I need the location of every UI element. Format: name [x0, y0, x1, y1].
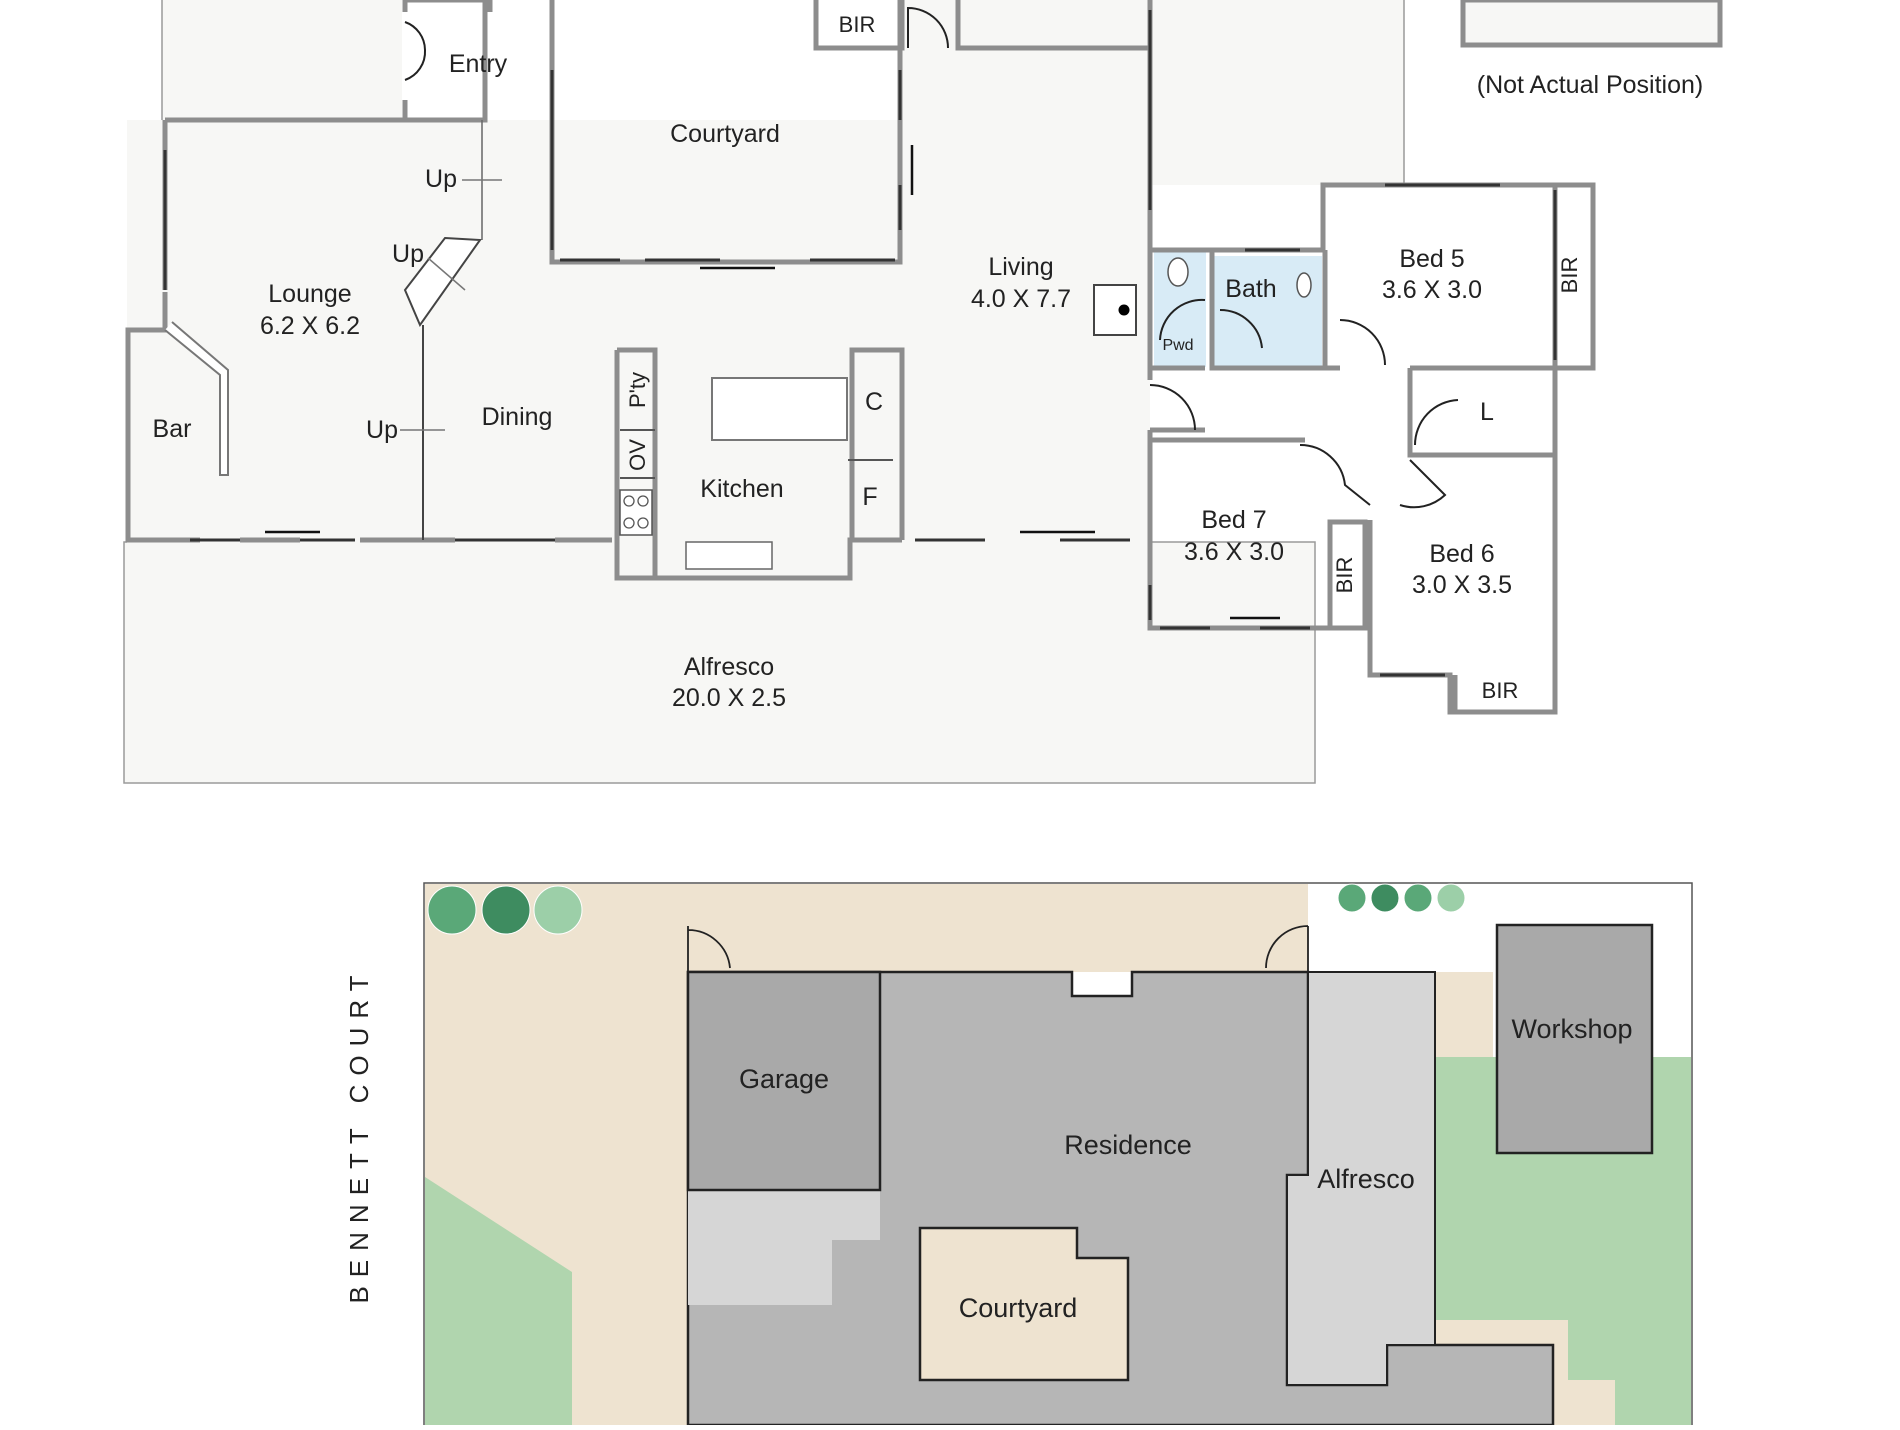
alfresco-slab: [123, 541, 1316, 784]
site-label-courtyard: Courtyard: [959, 1293, 1078, 1323]
gates: [687, 925, 1309, 972]
tree-icon: [533, 885, 583, 935]
label-bed7-dim: 3.6 X 3.0: [1184, 538, 1284, 566]
label-up-1: Up: [425, 165, 457, 193]
label-bath: Bath: [1225, 275, 1276, 303]
top-paving: [688, 884, 1308, 972]
tree-icon: [1337, 883, 1367, 913]
tree-icon: [481, 885, 531, 935]
label-living: Living: [988, 253, 1053, 281]
label-bed6: Bed 6: [1429, 540, 1494, 568]
label-powder: Pwd: [1162, 337, 1193, 354]
label-up-3: Up: [366, 416, 398, 444]
label-living-dim: 4.0 X 7.7: [971, 285, 1071, 313]
toilet-icon: [1167, 257, 1189, 287]
tree-icon: [1436, 883, 1466, 913]
site-label-garage: Garage: [739, 1064, 829, 1094]
label-alfresco: Alfresco: [684, 653, 774, 681]
label-bir-bed6: BIR: [1482, 678, 1519, 703]
label-courtyard: Courtyard: [670, 120, 780, 148]
label-kitchen: Kitchen: [700, 475, 783, 503]
label-bed6-dim: 3.0 X 3.5: [1412, 571, 1512, 599]
bed7-walls: [1147, 440, 1368, 631]
side-paving: [1435, 972, 1493, 1057]
label-linen: L: [1480, 398, 1494, 426]
label-pantry: P'ty: [625, 372, 650, 408]
label-oven: OV: [625, 439, 650, 471]
front-lawn: [425, 1177, 572, 1425]
courtyard-footprint: [918, 1226, 1130, 1382]
trees-front: [427, 885, 583, 935]
site-label-workshop: Workshop: [1511, 1014, 1632, 1044]
not-actual-position-note: (Not Actual Position): [1477, 71, 1704, 99]
label-lounge: Lounge: [268, 280, 351, 308]
site-label-residence: Residence: [1064, 1130, 1192, 1160]
label-fridge: F: [862, 483, 877, 511]
upper-left-floor: [162, 0, 402, 120]
sink: [685, 541, 773, 570]
workshop-footprint: [1495, 923, 1654, 1155]
garage-footprint: [686, 970, 882, 1192]
label-bir-bed7: BIR: [1332, 557, 1357, 594]
detached-structure: [1460, 0, 1723, 48]
kitchen-cabinets: [620, 429, 893, 479]
sliding-arrows: [265, 145, 1280, 620]
trees-rear: [1337, 883, 1466, 913]
alfresco-footprint: [1286, 971, 1436, 1386]
tree-icon: [1370, 883, 1400, 913]
bir-top-walls: [813, 0, 905, 51]
bar-counter: [164, 321, 229, 476]
label-bir-top: BIR: [839, 12, 876, 37]
label-lounge-dim: 6.2 X 6.2: [260, 312, 360, 340]
fireplace-dot: [1118, 304, 1130, 316]
label-bed5-dim: 3.6 X 3.0: [1382, 276, 1482, 304]
entry-walls: [402, 0, 493, 120]
stair-arrows: [400, 179, 502, 431]
carport: [688, 1190, 880, 1305]
site-label-alfresco: Alfresco: [1317, 1164, 1415, 1194]
kitchen-island: [711, 377, 848, 441]
fireplace: [1093, 284, 1137, 336]
label-dining: Dining: [482, 403, 553, 431]
floor-plan: Entry Courtyard BIR Lounge 6.2 X 6.2 Bar…: [123, 0, 1723, 784]
label-bar: Bar: [153, 415, 192, 443]
top-left-outline: [161, 0, 1405, 185]
right-upper-floor: [1150, 0, 1404, 185]
street-name: BENNETT COURT: [344, 966, 374, 1303]
label-entry: Entry: [449, 50, 508, 78]
cooktop-burners: [623, 495, 649, 529]
kitchen-walls: [614, 347, 905, 581]
label-up-2: Up: [392, 240, 424, 268]
label-cupboard: C: [865, 388, 883, 416]
basin-icon: [1296, 272, 1312, 298]
label-alfresco-dim: 20.0 X 2.5: [672, 684, 786, 712]
site-plan: Garage Residence Alfresco Courtyard Work…: [344, 882, 1693, 1430]
cooktop: [619, 489, 653, 536]
tree-icon: [427, 885, 477, 935]
door-swings: [404, 6, 1459, 509]
label-bed5: Bed 5: [1399, 245, 1464, 273]
tree-icon: [1403, 883, 1433, 913]
label-bed7: Bed 7: [1201, 506, 1266, 534]
windows: [163, 10, 1557, 677]
label-bir-bed5: BIR: [1557, 257, 1582, 294]
stairs: [403, 236, 482, 328]
interior-floor-main: [127, 120, 1147, 545]
